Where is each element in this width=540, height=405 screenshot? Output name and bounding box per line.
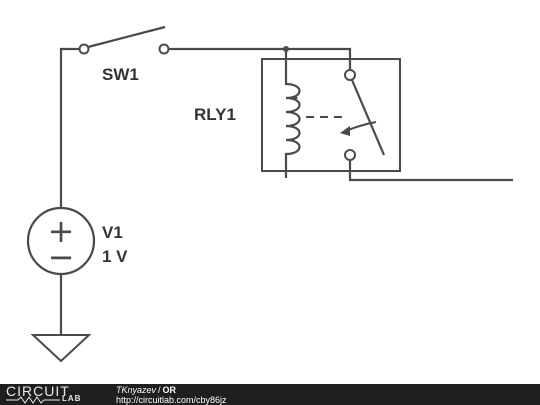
credits: TKnyazev/OR http://circuitlab.com/cby86j… bbox=[116, 385, 227, 405]
voltage-source-v1: + − bbox=[26, 206, 96, 276]
relay-box bbox=[261, 58, 401, 172]
junction-dot bbox=[283, 46, 289, 52]
credit-line-author-title: TKnyazev/OR bbox=[116, 385, 227, 395]
relay-rly1 bbox=[261, 58, 401, 178]
relay-contact-top bbox=[344, 69, 356, 81]
switch-label: SW1 bbox=[102, 65, 139, 84]
separator: / bbox=[158, 385, 161, 395]
relay-arrowhead bbox=[340, 126, 350, 136]
switch-sw1 bbox=[78, 25, 170, 55]
wire-relay-output bbox=[348, 160, 513, 182]
circuit-title[interactable]: OR bbox=[162, 385, 177, 395]
source-plus: + bbox=[48, 212, 75, 250]
switch-terminal-right bbox=[158, 43, 170, 55]
relay-armature bbox=[350, 79, 386, 156]
source-minus: − bbox=[48, 238, 75, 276]
resistor-squiggle-icon bbox=[6, 396, 60, 404]
relay-coil bbox=[284, 77, 301, 178]
logo-lab-text: LAB bbox=[62, 394, 82, 403]
circuit-url-link[interactable]: http://circuitlab.com/cby86jz bbox=[116, 395, 227, 405]
author-link[interactable]: TKnyazev bbox=[116, 385, 157, 395]
wire-left-vertical bbox=[59, 47, 80, 208]
logo-circuit-text: CIRCUIT bbox=[6, 383, 70, 399]
source-name-label: V1 bbox=[102, 223, 123, 242]
switch-lever bbox=[87, 25, 166, 49]
relay-label: RLY1 bbox=[194, 105, 236, 124]
circuit-schematic: + − SW1 RLY1 V1 1 V bbox=[26, 25, 513, 363]
footer-bar: CIRCUIT LAB TKnyazev/OR http://circuitla… bbox=[0, 383, 540, 405]
source-circle bbox=[26, 206, 96, 276]
ground-symbol bbox=[30, 334, 92, 363]
circuitlab-logo[interactable]: CIRCUIT LAB bbox=[6, 383, 96, 405]
switch-terminal-left bbox=[78, 43, 90, 55]
wire-top bbox=[167, 47, 352, 72]
relay-contact-bottom bbox=[344, 149, 356, 161]
source-value-label: 1 V bbox=[102, 247, 128, 266]
